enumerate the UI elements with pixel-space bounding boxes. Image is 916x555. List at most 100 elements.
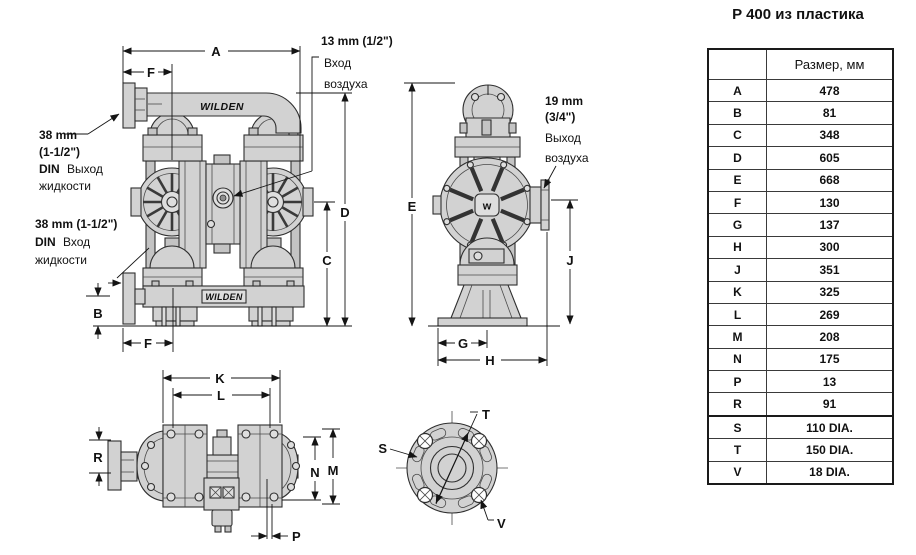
brand-plate (201, 289, 247, 304)
air-outlet-line2: воздуха (545, 151, 589, 165)
air-outlet-size1: 19 mm (545, 94, 583, 108)
front-dimensions: A F D C B F (64, 44, 352, 352)
dim-label-t: T (482, 407, 490, 422)
dim-label-s: S (378, 441, 387, 456)
dim-letter-cell: P (707, 370, 767, 394)
top-view-flange (107, 440, 138, 491)
dim-letter-cell: H (707, 235, 767, 260)
left-block (162, 424, 208, 508)
annotation-fluid-inlet: 38 mm (1-1/2") DIN Вход жидкости (35, 217, 117, 267)
fluid-outlet-line1: Выход (67, 162, 103, 176)
bottom-valve (203, 477, 240, 533)
fluid-inlet-din: DIN (35, 235, 56, 249)
header-empty-cell (707, 48, 767, 80)
fluid-outlet-size1: 38 mm (39, 128, 77, 142)
air-valve-top (459, 84, 517, 138)
fluid-outlet-size2: (1-1/2") (39, 145, 80, 159)
chamber-housing: w (432, 157, 535, 255)
fluid-outlet-line2: жидкости (39, 179, 91, 193)
dim-value-cell: 269 (766, 302, 894, 327)
dim-value-cell: 478 (766, 78, 894, 103)
side-bottom (437, 237, 528, 327)
dim-label-l: L (217, 388, 225, 403)
dim-letter-cell: F (707, 190, 767, 215)
fluid-inlet-line1: Вход (63, 235, 90, 249)
base-plate (437, 317, 528, 327)
dim-letter-cell: J (707, 258, 767, 282)
discharge-flange (122, 82, 148, 129)
dim-letter-cell: E (707, 168, 767, 192)
dim-letter-cell: M (707, 325, 767, 349)
dim-value-cell: 18 DIA. (766, 460, 894, 485)
dim-label-e: E (408, 199, 417, 214)
dim-label-f-bottom: F (144, 336, 152, 351)
dim-letter-cell: T (707, 438, 767, 462)
dim-letter-cell: K (707, 280, 767, 304)
air-outlet-line1: Выход (545, 131, 581, 145)
table-header-row: Размер, мм (707, 48, 894, 80)
fluid-inlet-line2: жидкости (35, 253, 87, 267)
dim-label-d: D (340, 205, 349, 220)
suction-flange (122, 272, 146, 325)
brand-logo-top: WILDEN (200, 101, 244, 113)
annotation-air-inlet: 13 mm (1/2") Вход воздуха (321, 34, 393, 91)
dim-letter-cell: G (707, 213, 767, 237)
dim-value-cell: 91 (766, 392, 894, 417)
side-view: w (428, 84, 560, 327)
page-title: P 400 из пластика (732, 6, 864, 23)
clamp-column (178, 160, 207, 269)
dim-label-n: N (310, 465, 319, 480)
air-inlet-line2: воздуха (324, 77, 368, 91)
dim-letter-cell: R (707, 392, 767, 417)
dim-value-cell: 110 DIA. (766, 414, 894, 440)
annotation-fluid-outlet: 38 mm (1-1/2") DIN Выход жидкости (39, 128, 103, 193)
left-port-stub (130, 187, 142, 217)
dim-value-cell: 348 (766, 123, 894, 148)
air-inlet-size: 13 mm (1/2") (321, 34, 393, 48)
dim-value-cell: 351 (766, 258, 894, 282)
center-section (205, 154, 241, 254)
top-view (107, 424, 301, 533)
top-manifold: WILDEN (134, 92, 302, 134)
bolt-holes (416, 432, 488, 504)
air-outlet-leader (543, 165, 557, 189)
hub-logo: w (482, 201, 492, 213)
bottom-clamps (142, 267, 304, 287)
dim-label-v: V (497, 516, 506, 531)
s-leader (389, 448, 418, 459)
dim-letter-cell: S (707, 414, 767, 440)
dim-letter-cell: B (707, 101, 767, 125)
dim-label-b: B (93, 306, 102, 321)
dim-letter-cell: N (707, 347, 767, 372)
dim-value-cell: 81 (766, 101, 894, 125)
dim-label-f-top: F (147, 65, 155, 80)
dim-label-m: M (328, 463, 339, 478)
dim-letter-cell: A (707, 78, 767, 103)
dim-value-cell: 150 DIA. (766, 438, 894, 462)
dim-label-a: A (211, 44, 221, 59)
fluid-inlet-leader (116, 247, 150, 279)
dim-value-cell: 137 (766, 213, 894, 237)
brand-logo-bottom: WILDEN (205, 292, 242, 302)
hub-logo-plate (474, 193, 500, 217)
dim-label-p: P (292, 529, 301, 544)
dim-value-cell: 13 (766, 370, 894, 394)
air-outlet-size2: (3/4") (545, 110, 575, 124)
